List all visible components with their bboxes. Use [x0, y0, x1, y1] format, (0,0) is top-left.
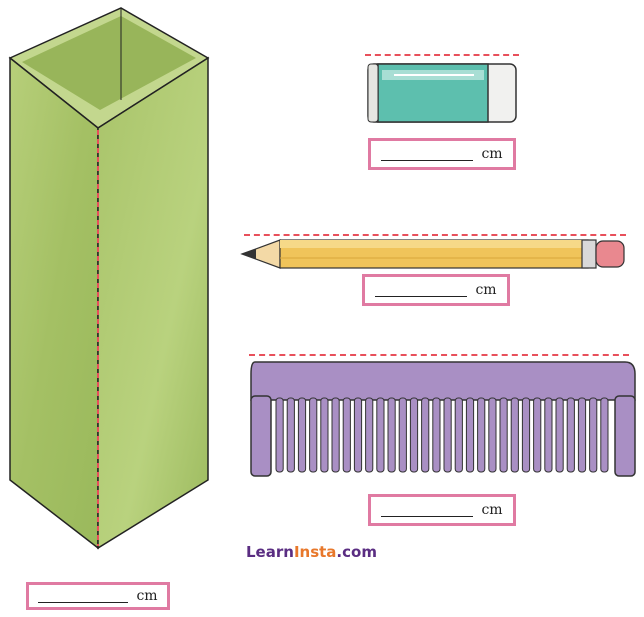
- comb-left-end: [250, 395, 272, 477]
- box-left-face: [9, 56, 99, 550]
- comb-tooth: [365, 397, 374, 473]
- answer-blank: [381, 504, 474, 517]
- comb-tooth: [577, 397, 587, 473]
- comb-spine: [250, 361, 636, 401]
- unit-label: cm: [136, 588, 158, 604]
- eraser-answer-box[interactable]: cm: [368, 138, 516, 170]
- comb-tooth: [331, 397, 340, 473]
- eraser-measure-line: [365, 54, 519, 56]
- pencil-answer-box[interactable]: cm: [362, 274, 510, 306]
- box-right-face: [97, 56, 209, 550]
- comb-tooth: [342, 397, 351, 473]
- comb-tooth: [443, 397, 452, 473]
- comb-tooth: [286, 397, 295, 473]
- comb-tooth: [488, 397, 497, 473]
- brand-part-3: .com: [336, 543, 377, 561]
- comb-tooth: [320, 397, 329, 473]
- answer-blank: [375, 284, 468, 297]
- comb-tooth: [533, 397, 542, 473]
- comb-tooth: [353, 397, 363, 473]
- comb-tooth: [510, 397, 519, 473]
- comb-tooth: [465, 397, 475, 473]
- eraser-illustration: [367, 63, 517, 123]
- box-inner-back: [22, 16, 196, 110]
- brand-part-1: Learn: [246, 543, 294, 561]
- comb-tooth: [454, 397, 463, 473]
- answer-blank: [381, 148, 474, 161]
- comb-tooth: [297, 397, 307, 473]
- pencil-measure-line: [244, 234, 626, 236]
- comb-tooth: [409, 397, 419, 473]
- comb-tooth: [376, 397, 385, 473]
- comb-tooth: [387, 397, 396, 473]
- unit-label: cm: [481, 502, 503, 518]
- comb-tooth: [432, 397, 441, 473]
- brand-part-2: Insta: [293, 543, 337, 561]
- pencil-lead: [242, 249, 256, 259]
- comb-tooth: [589, 397, 598, 473]
- brand-logo: LearnInsta.com: [246, 543, 377, 561]
- comb-tooth: [421, 397, 430, 473]
- comb-tooth: [477, 397, 486, 473]
- comb-illustration: [250, 361, 636, 477]
- comb-tooth: [309, 397, 318, 473]
- comb-tooth: [600, 397, 609, 473]
- answer-blank: [38, 590, 129, 603]
- comb-tooth: [521, 397, 531, 473]
- tall-box-answer-box[interactable]: cm: [26, 582, 170, 610]
- tall-box-illustration: [8, 7, 210, 550]
- comb-measure-line: [249, 354, 629, 356]
- comb-tooth: [566, 397, 575, 473]
- comb-tooth: [544, 397, 553, 473]
- comb-tooth: [275, 397, 284, 473]
- unit-label: cm: [481, 146, 503, 162]
- comb-answer-box[interactable]: cm: [368, 494, 516, 526]
- comb-right-end: [614, 395, 636, 477]
- pencil-ferrule: [581, 239, 597, 269]
- comb-tooth: [398, 397, 407, 473]
- pencil-illustration: [240, 239, 625, 269]
- unit-label: cm: [475, 282, 497, 298]
- comb-tooth: [555, 397, 564, 473]
- pencil-eraser: [595, 240, 625, 268]
- comb-tooth: [499, 397, 508, 473]
